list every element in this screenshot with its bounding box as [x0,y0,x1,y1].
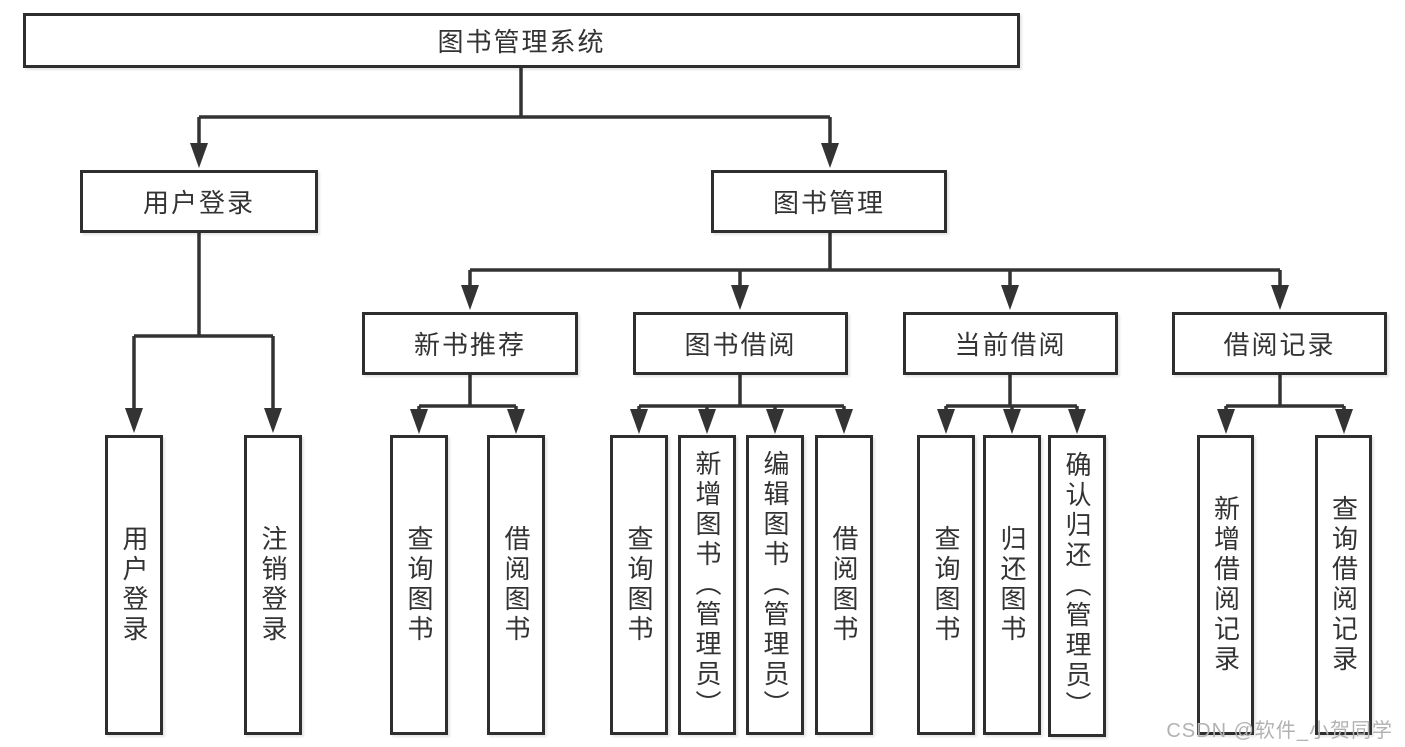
node-new-book-recommend: 新书推荐 [362,312,578,375]
node-user-login-label: 用户登录 [142,188,255,218]
leaf-return-books-label: 归还图书 [997,525,1027,645]
leaf-confirm-return-admin-label: 确认归还（管理员） [1062,451,1092,721]
leaf-user-login: 用户登录 [105,435,163,735]
leaf-logout-label: 注销登录 [258,525,288,645]
node-borrow-records-label: 借阅记录 [1223,330,1336,360]
leaf-confirm-return-admin: 确认归还（管理员） [1048,435,1106,737]
leaf-return-books: 归还图书 [983,435,1041,735]
leaf-query-books-newbooks: 查询图书 [390,435,448,735]
node-book-borrowing-label: 图书借阅 [684,330,797,360]
leaf-logout: 注销登录 [244,435,302,735]
leaf-query-borrow-record-label: 查询借阅记录 [1328,495,1359,675]
leaf-borrow-books-newbooks: 借阅图书 [487,435,545,735]
node-book-management-label: 图书管理 [772,188,885,218]
arrowheads [125,143,1353,434]
leaf-query-books-borrowing: 查询图书 [610,435,668,735]
leaf-add-books-admin-label: 新增图书（管理员） [692,450,722,720]
node-user-login: 用户登录 [80,170,318,233]
leaf-edit-books-admin: 编辑图书（管理员） [746,435,804,735]
leaf-borrow-books-borrowing-label: 借阅图书 [829,525,859,645]
connector-paths [132,68,1346,411]
leaf-edit-books-admin-label: 编辑图书（管理员） [760,450,790,720]
node-borrow-records: 借阅记录 [1172,312,1387,375]
leaf-borrow-books-newbooks-label: 借阅图书 [501,525,531,645]
leaf-query-books-newbooks-label: 查询图书 [404,525,434,645]
leaf-query-books-borrowing-label: 查询图书 [624,525,654,645]
node-root-library-system: 图书管理系统 [23,13,1020,68]
leaf-add-borrow-record-label: 新增借阅记录 [1210,495,1241,675]
node-current-borrowing-label: 当前借阅 [954,330,1067,360]
csdn-watermark: CSDN @软件_小贺同学 [1166,720,1393,742]
leaf-query-books-current: 查询图书 [917,435,975,735]
leaf-query-books-current-label: 查询图书 [931,525,961,645]
node-root-label: 图书管理系统 [437,27,606,57]
node-book-management: 图书管理 [711,170,947,233]
node-current-borrowing: 当前借阅 [903,312,1118,375]
node-new-book-recommend-label: 新书推荐 [413,330,526,360]
leaf-query-borrow-record: 查询借阅记录 [1315,435,1372,735]
leaf-borrow-books-borrowing: 借阅图书 [815,435,873,735]
leaf-add-borrow-record: 新增借阅记录 [1197,435,1254,735]
leaf-user-login-label: 用户登录 [119,525,149,645]
node-book-borrowing: 图书借阅 [633,312,848,375]
leaf-add-books-admin: 新增图书（管理员） [678,435,736,735]
